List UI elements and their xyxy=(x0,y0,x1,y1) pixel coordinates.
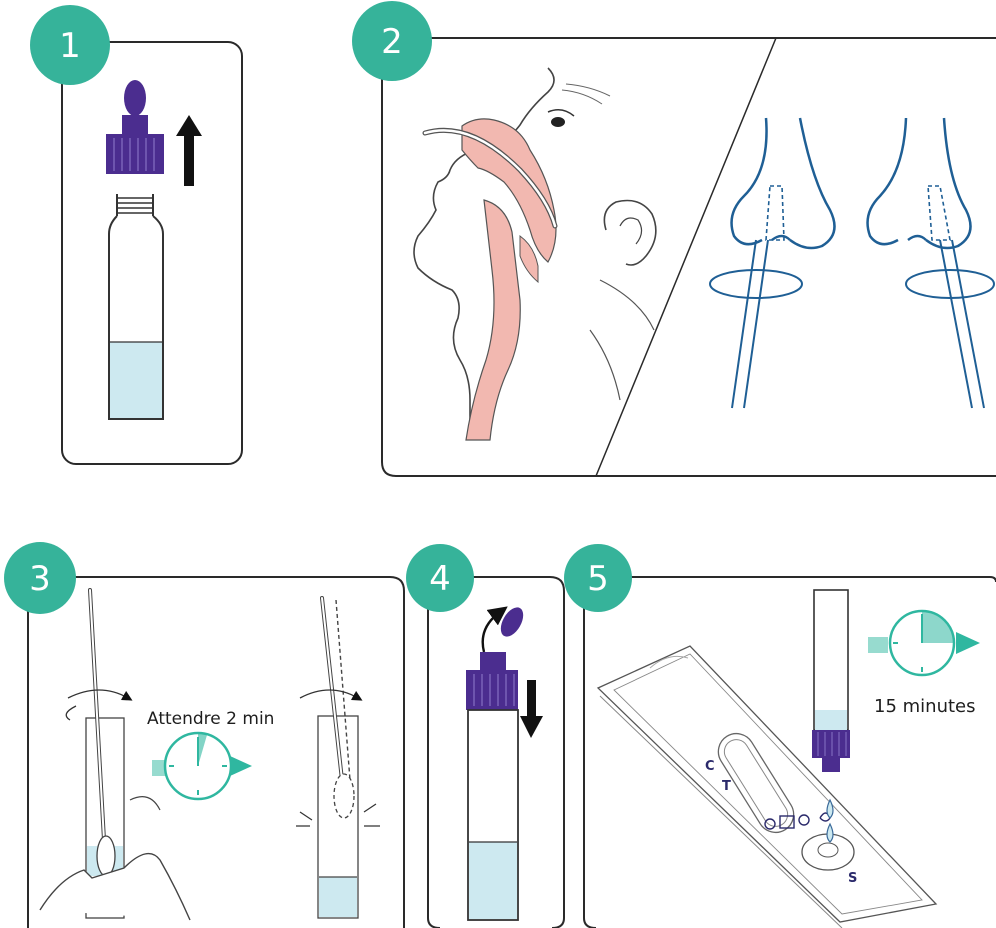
nose-left-nostril xyxy=(710,118,835,408)
step-1-panel: 1 xyxy=(30,5,242,464)
step-3-number: 3 xyxy=(29,559,51,599)
nose-right-nostril xyxy=(868,118,994,408)
rotation-arrow-icon xyxy=(710,270,802,298)
tube-squeeze xyxy=(296,598,380,918)
up-arrow-icon xyxy=(176,115,202,186)
step-1-number: 1 xyxy=(59,26,81,66)
control-line-label: C xyxy=(705,759,715,774)
step-5-badge: 5 xyxy=(564,544,632,612)
timer-icon-15 xyxy=(868,611,980,675)
extraction-tube xyxy=(109,194,163,419)
dropper-tip-removed xyxy=(496,604,528,641)
tube-liquid xyxy=(110,342,162,418)
test-cassette: C T S xyxy=(598,646,936,928)
vial-cap xyxy=(106,115,164,174)
step-3-badge: 3 xyxy=(4,542,76,614)
timer-icon xyxy=(152,733,252,799)
test-line-label: T xyxy=(722,779,731,794)
vial-cap-4 xyxy=(466,652,518,710)
step-1-badge: 1 xyxy=(30,5,110,85)
step-4-badge: 4 xyxy=(406,544,474,612)
head-profile xyxy=(414,68,656,440)
step-4-number: 4 xyxy=(429,559,451,599)
down-arrow-icon xyxy=(520,680,543,738)
step-5-panel: 5 C T S xyxy=(564,544,996,928)
wait-15-min-caption: 15 minutes xyxy=(874,696,976,717)
dropper-tip xyxy=(124,80,146,116)
step-2-panel: 2 xyxy=(352,1,996,476)
ear xyxy=(604,201,655,266)
capped-tube xyxy=(468,710,518,920)
panel-divider xyxy=(596,38,776,476)
step-5-number: 5 xyxy=(587,559,609,599)
step-2-number: 2 xyxy=(381,22,403,62)
dispensing-tube xyxy=(812,590,850,772)
rotation-arrow-icon-3 xyxy=(68,690,128,698)
step-4-panel: 4 xyxy=(406,544,564,928)
sample-well-label: S xyxy=(848,871,857,886)
wait-2-min-caption: Attendre 2 min xyxy=(147,709,274,729)
curved-arrow-icon xyxy=(483,612,500,652)
step-2-badge: 2 xyxy=(352,1,432,81)
eye xyxy=(551,117,565,127)
step-3-panel: 3 Attendre 2 min xyxy=(4,542,404,928)
